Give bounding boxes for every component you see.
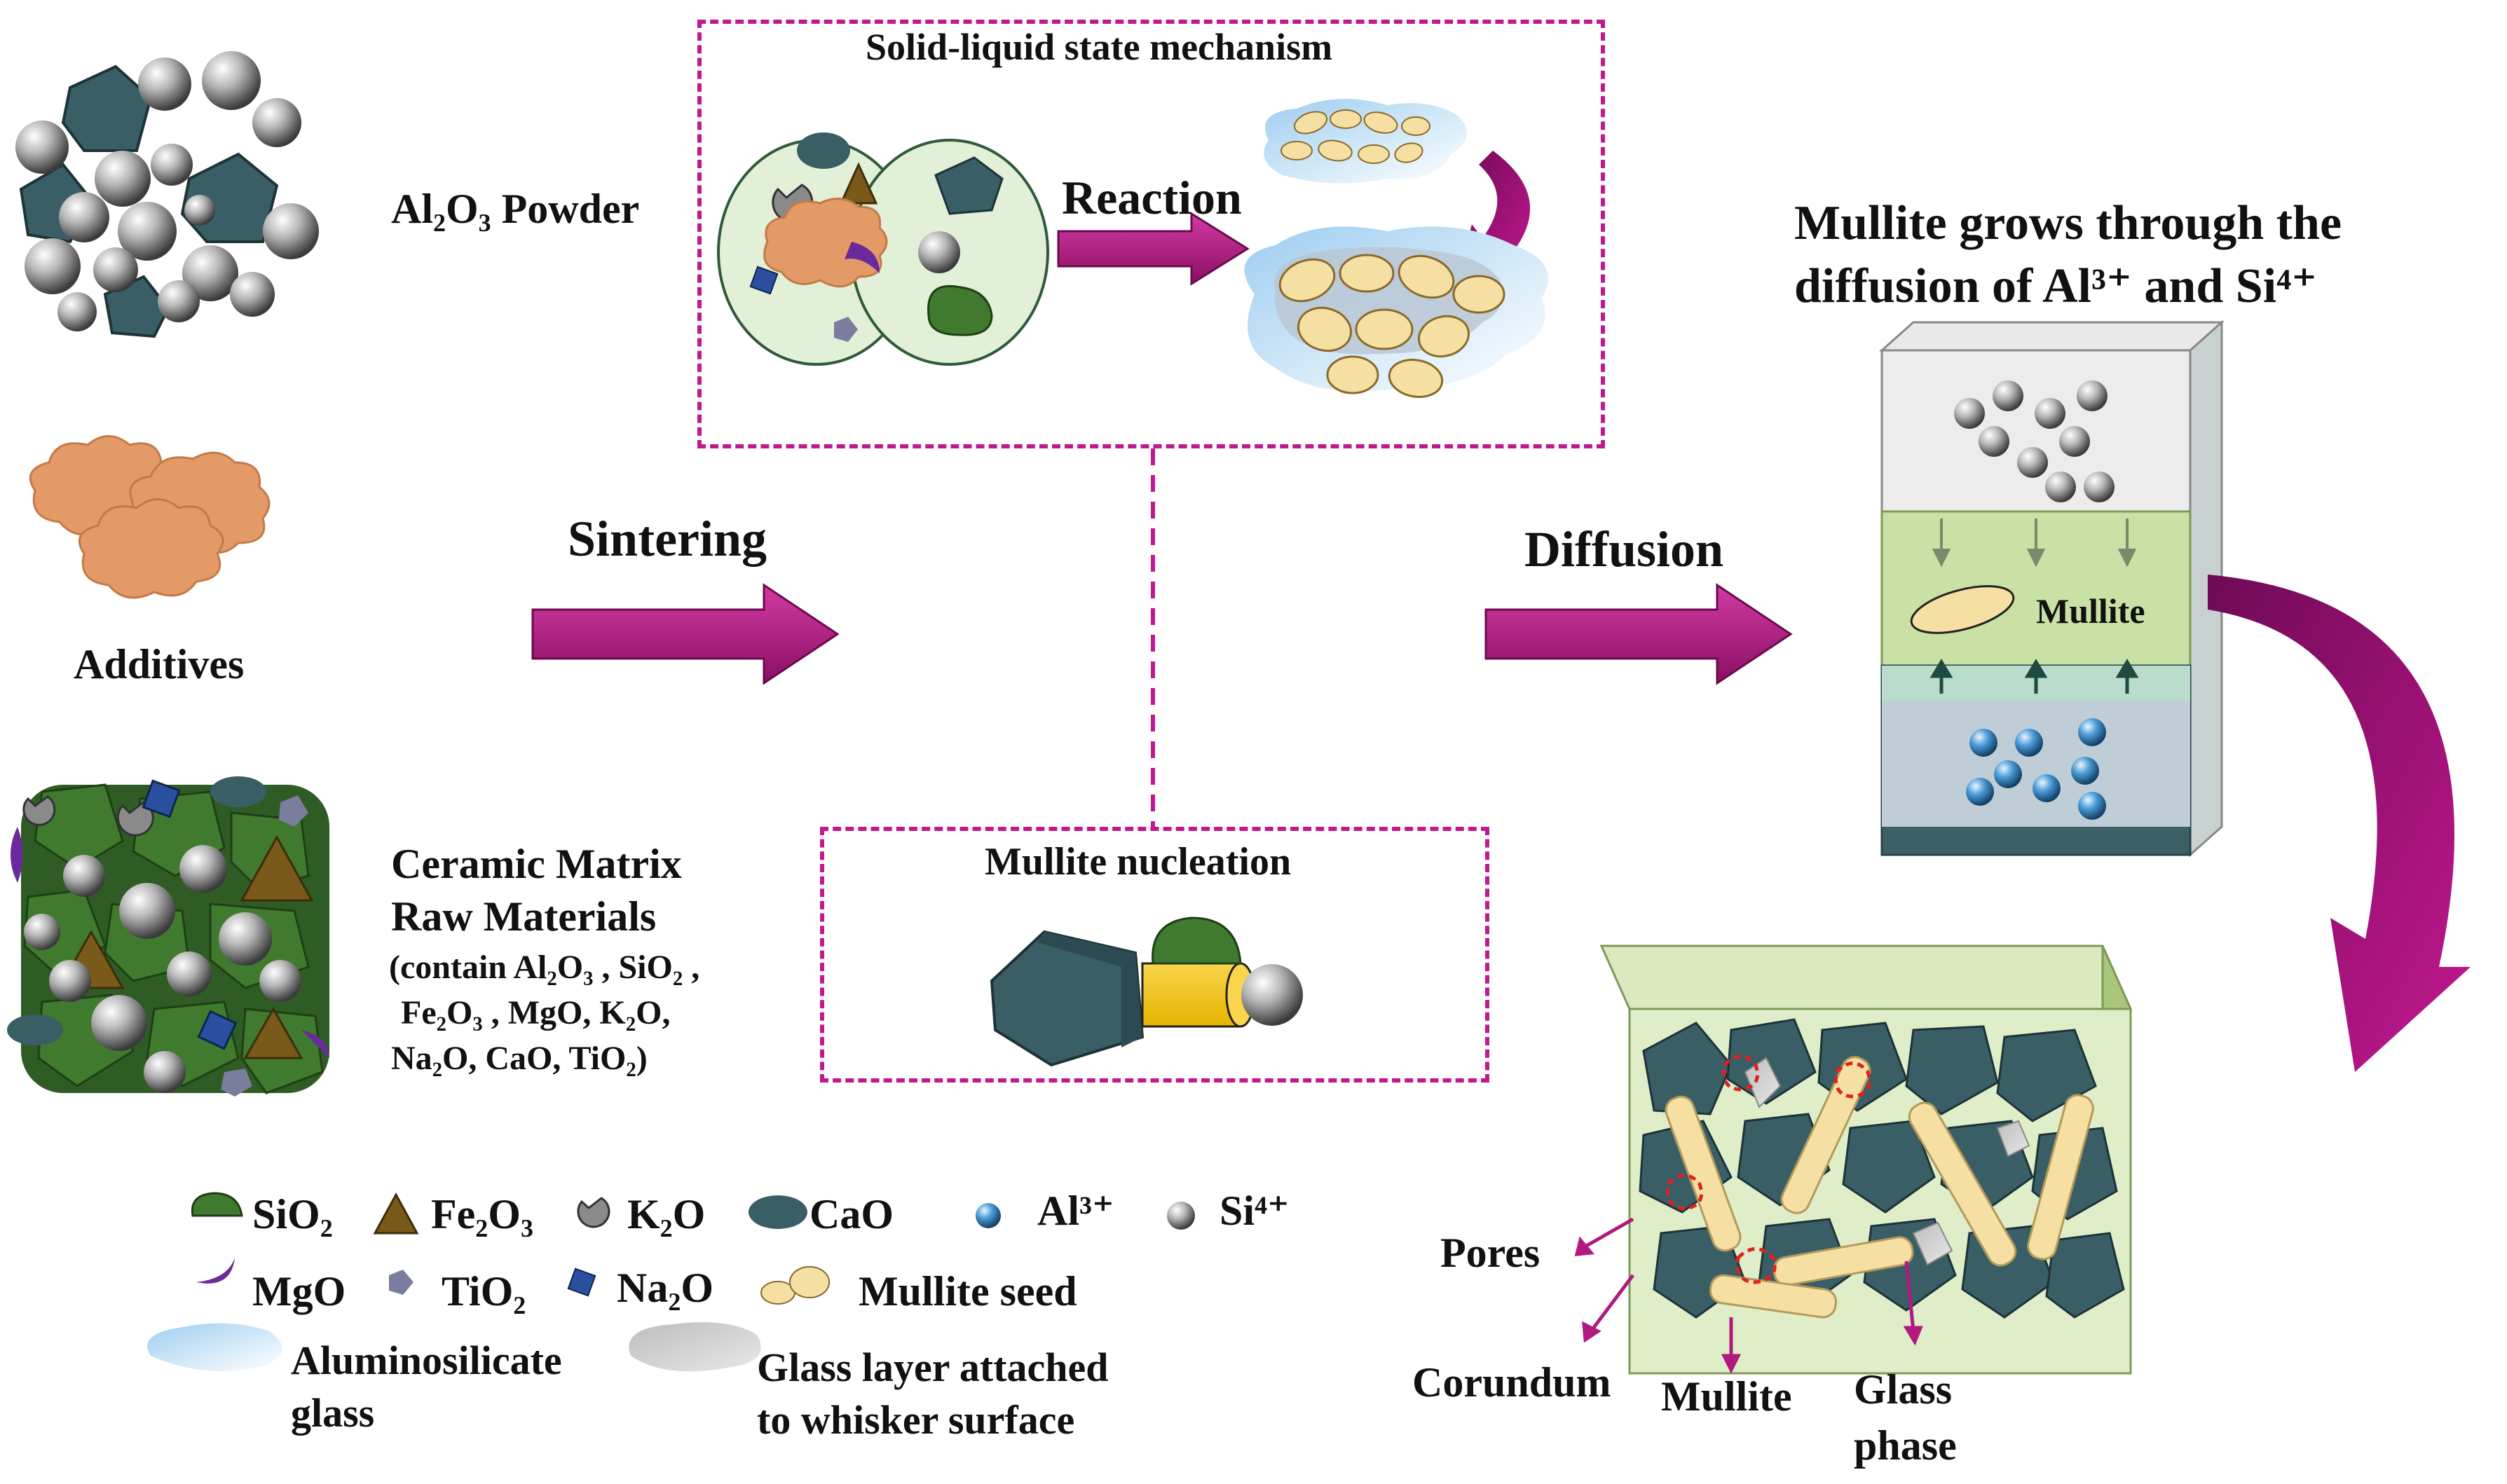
ceramic-contain-line2: Fe₂O₃ , MgO, K₂O, bbox=[401, 994, 671, 1031]
nucleation-title: Mullite nucleation bbox=[985, 840, 1292, 884]
ceramic-contain-line3: Na₂O, CaO, TiO₂) bbox=[391, 1040, 648, 1077]
diffusion-column bbox=[1879, 320, 2225, 858]
diffusion-arrow bbox=[1484, 583, 1793, 685]
product-block bbox=[1599, 944, 2133, 1375]
legend-na2o: Na₂O bbox=[617, 1265, 713, 1311]
growth-title-line2: diffusion of Al³⁺ and Si⁴⁺ bbox=[1794, 259, 2318, 313]
legend-tio2: TiO₂ bbox=[442, 1268, 526, 1314]
sintering-arrow bbox=[531, 583, 840, 685]
legend-aluminosilicate-line1: Aluminosilicate bbox=[291, 1338, 562, 1383]
product-pointer-arrows bbox=[1574, 1217, 1923, 1374]
legend-si4: Si⁴⁺ bbox=[1220, 1188, 1290, 1234]
glass-phase-label-line1: Glass bbox=[1854, 1366, 1953, 1413]
ceramic-matrix-illustration bbox=[7, 776, 329, 1097]
reaction-label: Reaction bbox=[1062, 171, 1242, 224]
legend-k2o: K₂O bbox=[627, 1191, 706, 1237]
legend-al3: Al³⁺ bbox=[1037, 1188, 1114, 1234]
growth-to-product-arrow bbox=[2208, 575, 2471, 1072]
mullite-nucleation-box bbox=[820, 827, 1489, 1083]
legend-mgo: MgO bbox=[252, 1268, 346, 1314]
al2o3-powder-illustration bbox=[15, 51, 319, 338]
additives-illustration bbox=[29, 435, 271, 599]
solid-liquid-mechanism-box bbox=[697, 20, 1605, 448]
corundum-label: Corundum bbox=[1412, 1359, 1611, 1406]
reaction-arrow bbox=[1057, 212, 1250, 286]
legend-mullite-seed: Mullite seed bbox=[859, 1268, 1077, 1314]
mechanism-title: Solid-liquid state mechanism bbox=[866, 26, 1333, 68]
ceramic-matrix-line1: Ceramic Matrix bbox=[391, 841, 682, 887]
al2o3-powder-label: Al₂O₃ Powder bbox=[391, 186, 640, 232]
legend-glass-layer-line2: to whisker surface bbox=[757, 1397, 1075, 1443]
legend-cao: CaO bbox=[810, 1191, 894, 1237]
growth-title-line1: Mullite grows through the bbox=[1794, 196, 2342, 250]
glass-phase-label-line2: phase bbox=[1854, 1422, 1957, 1469]
legend-sio2: SiO₂ bbox=[252, 1191, 333, 1237]
mullite-column-label: Mullite bbox=[2036, 591, 2145, 631]
grain-pair-illustration bbox=[717, 132, 1049, 366]
mullite-product-label: Mullite bbox=[1661, 1373, 1792, 1420]
legend-icons bbox=[147, 1192, 1195, 1372]
legend-aluminosilicate-line2: glass bbox=[291, 1390, 375, 1436]
additives-label: Additives bbox=[74, 641, 245, 687]
nucleation-illustration bbox=[990, 916, 1303, 1067]
ceramic-contain-line1: (contain Al₂O₃ , SiO₂ , bbox=[389, 949, 700, 986]
glass-with-seeds-large bbox=[1244, 226, 1548, 398]
glass-with-seeds-small bbox=[1264, 99, 1467, 184]
sintering-label: Sintering bbox=[568, 511, 767, 567]
legend-glass-layer-line1: Glass layer attached bbox=[757, 1345, 1109, 1390]
ceramic-matrix-line2: Raw Materials bbox=[391, 893, 657, 940]
pores-label: Pores bbox=[1440, 1230, 1541, 1276]
legend-fe2o3: Fe₂O₃ bbox=[431, 1191, 533, 1237]
diffusion-label: Diffusion bbox=[1524, 521, 1724, 577]
